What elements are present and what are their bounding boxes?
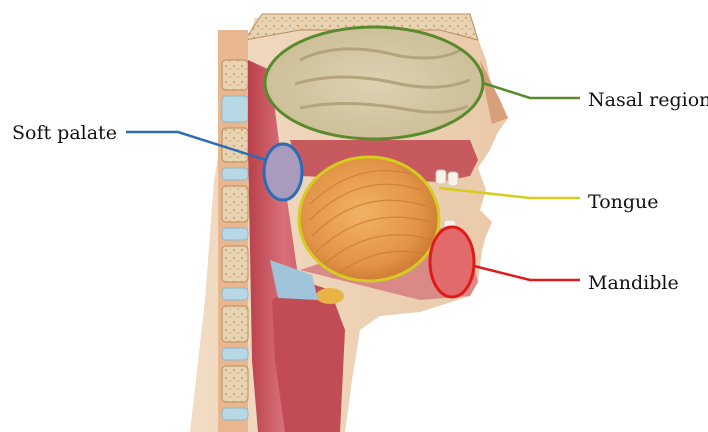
vertebral-column — [218, 30, 248, 432]
mandible-label: Mandible — [588, 274, 679, 293]
nasal-region-label: Nasal region — [588, 91, 708, 110]
soft-palate-label: Soft palate — [12, 124, 117, 143]
hyoid-fat — [316, 288, 344, 304]
mandible-leader — [474, 266, 580, 280]
tongue-label: Tongue — [588, 193, 659, 212]
